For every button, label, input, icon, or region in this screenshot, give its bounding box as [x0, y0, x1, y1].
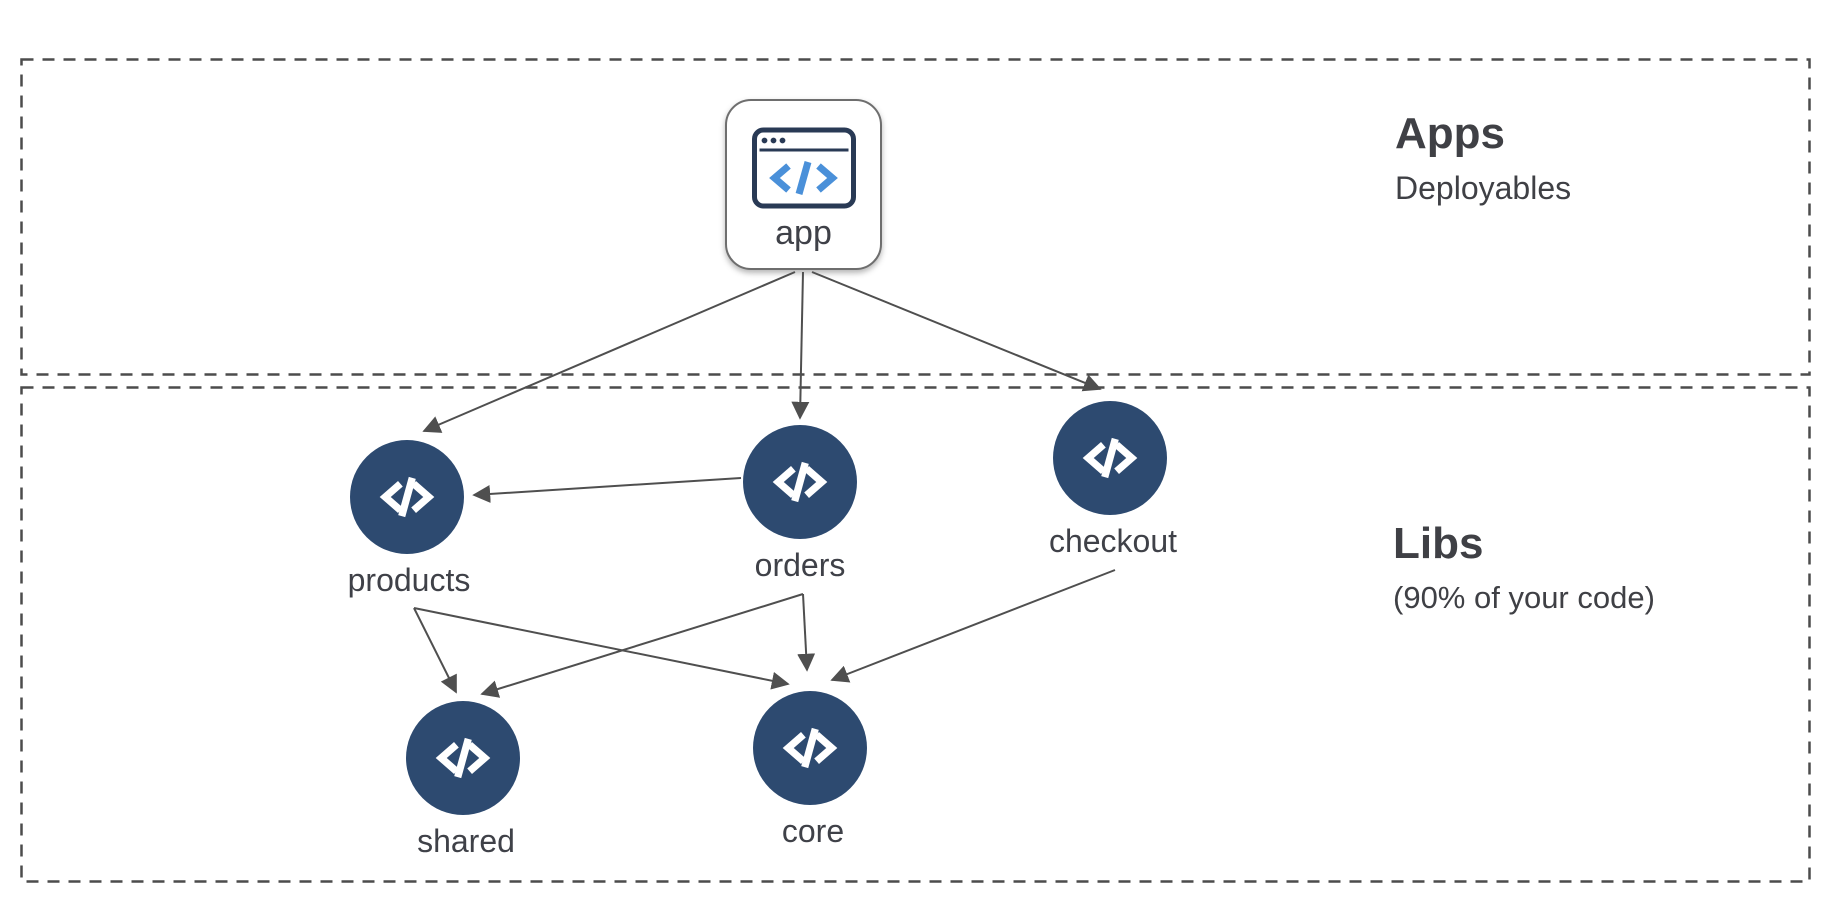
- code-icon: [379, 476, 435, 518]
- edge-checkout-core: [830, 569, 1116, 683]
- edge-orders-products: [472, 477, 742, 503]
- edge-app-checkout: [811, 271, 1102, 392]
- edge-app-products: [422, 271, 796, 433]
- node-label: orders: [754, 547, 846, 583]
- edge-app-orders: [791, 271, 810, 420]
- edge-orders-shared: [480, 593, 804, 698]
- libs-section-subtitle: (90% of your code): [1393, 579, 1655, 615]
- browser-code-window-icon: [751, 127, 856, 209]
- node-label: shared: [417, 823, 515, 859]
- edge-orders-core: [797, 593, 816, 672]
- node-label: checkout: [1048, 523, 1178, 559]
- node-products: [350, 440, 464, 554]
- libs-section-title: Libs: [1393, 519, 1484, 568]
- node-label: app: [775, 214, 832, 252]
- apps-section-title: Apps: [1395, 109, 1505, 158]
- apps-section-box: [20, 58, 1811, 376]
- code-icon: [435, 737, 491, 779]
- node-app: app: [725, 99, 882, 270]
- apps-section-heading: Apps Deployables: [1395, 108, 1571, 207]
- code-icon: [772, 461, 828, 503]
- libs-section-heading: Libs (90% of your code): [1393, 518, 1655, 616]
- edge-products-shared: [413, 607, 457, 694]
- node-label: products: [347, 562, 471, 598]
- code-icon: [1082, 437, 1138, 479]
- apps-section-subtitle: Deployables: [1395, 169, 1572, 206]
- code-icon: [782, 727, 838, 769]
- node-label: core: [781, 813, 845, 849]
- libs-section-box: [20, 386, 1811, 883]
- node-orders: [743, 425, 857, 539]
- node-core: [753, 691, 867, 805]
- node-checkout: [1053, 401, 1167, 515]
- edge-products-core: [413, 607, 790, 690]
- node-shared: [406, 701, 520, 815]
